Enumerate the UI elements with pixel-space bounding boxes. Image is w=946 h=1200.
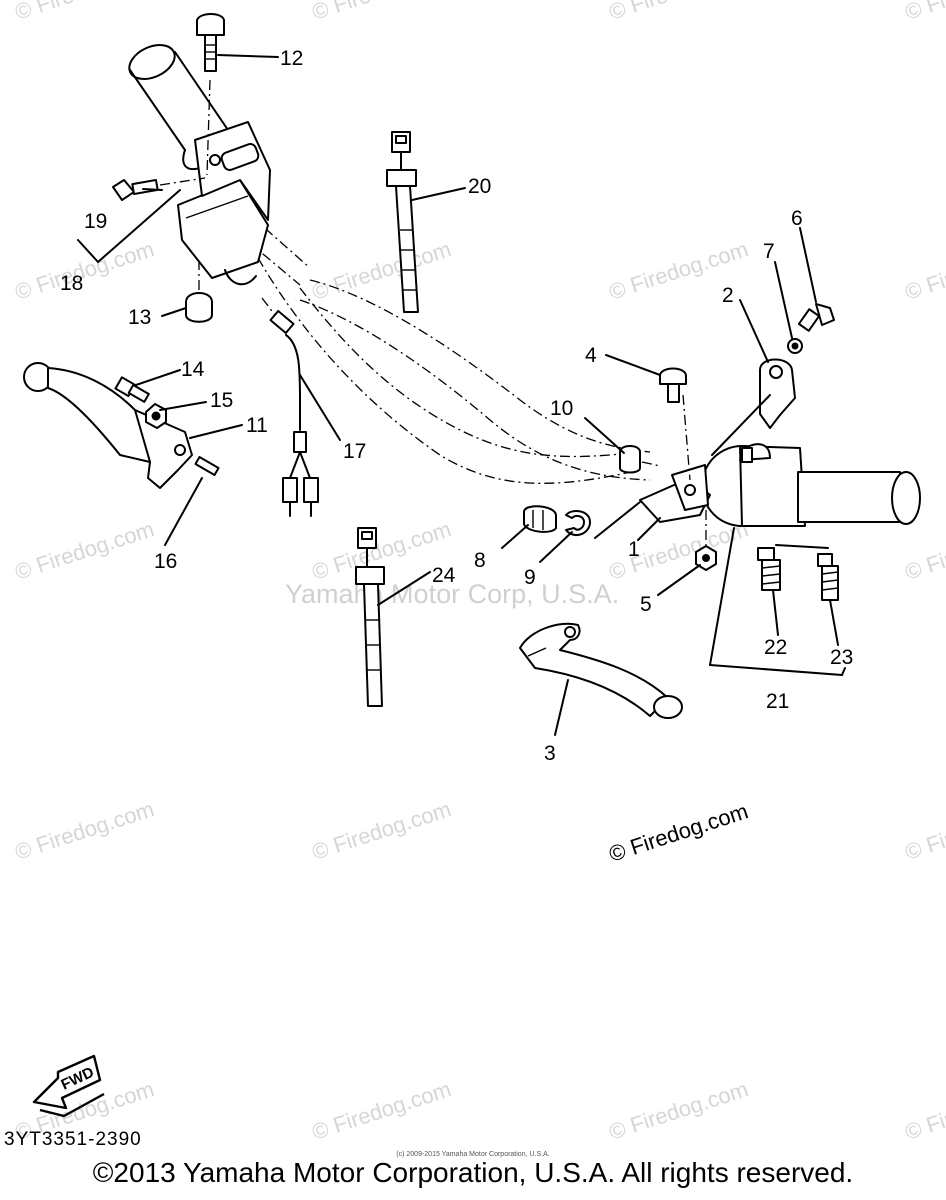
handlebar [231, 214, 651, 484]
collar-10 [619, 445, 661, 474]
callout-8: 8 [474, 549, 486, 572]
screw-23 [817, 553, 839, 601]
center-watermark: Yamaha Motor Corp, U.S.A. [285, 579, 619, 609]
callout-5: 5 [640, 593, 652, 616]
bolt-6 [797, 303, 835, 332]
right-lever-3 [519, 622, 683, 719]
callout-17: 17 [343, 440, 366, 463]
callout-1: 1 [628, 538, 640, 561]
watermark: © Firedog.com [12, 796, 157, 864]
callout-21: 21 [766, 690, 789, 713]
callout-9: 9 [524, 566, 536, 589]
watermark: © Firedog.com [309, 1076, 454, 1144]
right-switch-21 [701, 443, 806, 527]
callout-3: 3 [544, 742, 556, 765]
callout-2: 2 [722, 284, 734, 307]
callout-24: 24 [432, 564, 456, 587]
callout-20: 20 [468, 175, 491, 198]
cable-tie-20 [386, 131, 419, 313]
lever-holder-1 [639, 394, 711, 545]
nut-15 [145, 403, 167, 429]
bolt-14 [114, 376, 150, 403]
bolt-4 [659, 367, 687, 403]
callout-16: 16 [154, 550, 177, 573]
callout-4: 4 [585, 344, 597, 367]
screw-19 [112, 177, 206, 201]
pivot-8 [523, 505, 557, 533]
left-lever-11 [23, 362, 193, 489]
watermark: © Firedog.com [606, 1076, 751, 1144]
callout-19: 19 [84, 210, 107, 233]
spring-9 [565, 501, 641, 539]
watermark-dark: © Firedog.com [606, 798, 751, 866]
plug-13 [185, 262, 213, 323]
callout-13: 13 [128, 306, 151, 329]
callout-6: 6 [791, 207, 803, 230]
nut-5 [695, 545, 717, 571]
callout-12: 12 [280, 47, 303, 70]
left-grip [128, 44, 229, 170]
drawing-code: 3YT3351-2390 [4, 1129, 142, 1150]
washer-7 [787, 338, 803, 354]
callouts: 1 2 3 4 5 6 7 8 9 10 11 12 13 14 15 16 1… [60, 47, 853, 765]
callout-10: 10 [550, 397, 573, 420]
left-switch-housing [177, 121, 271, 286]
wire-harness-17 [261, 297, 319, 517]
leader-lines [77, 54, 846, 736]
watermark: © Firedog.com [902, 516, 946, 584]
small-copyright: (c) 2009-2015 Yamaha Motor Corporation, … [396, 1151, 550, 1158]
screw-12 [196, 13, 225, 176]
bracket-2 [711, 358, 796, 456]
screw-22 [757, 547, 781, 591]
watermark: © Firedog.com [309, 0, 454, 25]
watermark: © Firedog.com [309, 796, 454, 864]
right-grip [797, 471, 921, 525]
callout-22: 22 [764, 636, 787, 659]
callout-11: 11 [246, 414, 268, 437]
callout-18: 18 [60, 272, 83, 295]
watermark: © Firedog.com [12, 0, 157, 25]
callout-7: 7 [763, 240, 775, 263]
watermark: © Firedog.com [902, 796, 946, 864]
watermark-layer: © Firedog.com © Firedog.com © Firedog.co… [12, 0, 946, 1145]
callout-15: 15 [210, 389, 233, 412]
copyright-footer: ©2013 Yamaha Motor Corporation, U.S.A. A… [92, 1157, 854, 1188]
callout-23: 23 [830, 646, 853, 669]
watermark: © Firedog.com [902, 0, 946, 25]
watermark: © Firedog.com [902, 1076, 946, 1144]
cable-tie-24 [355, 527, 385, 707]
watermark: © Firedog.com [606, 0, 751, 25]
callout-14: 14 [181, 358, 205, 381]
watermark: © Firedog.com [12, 516, 157, 584]
watermark: © Firedog.com [309, 236, 454, 304]
pin-16 [194, 456, 220, 476]
watermark: © Firedog.com [902, 236, 946, 304]
